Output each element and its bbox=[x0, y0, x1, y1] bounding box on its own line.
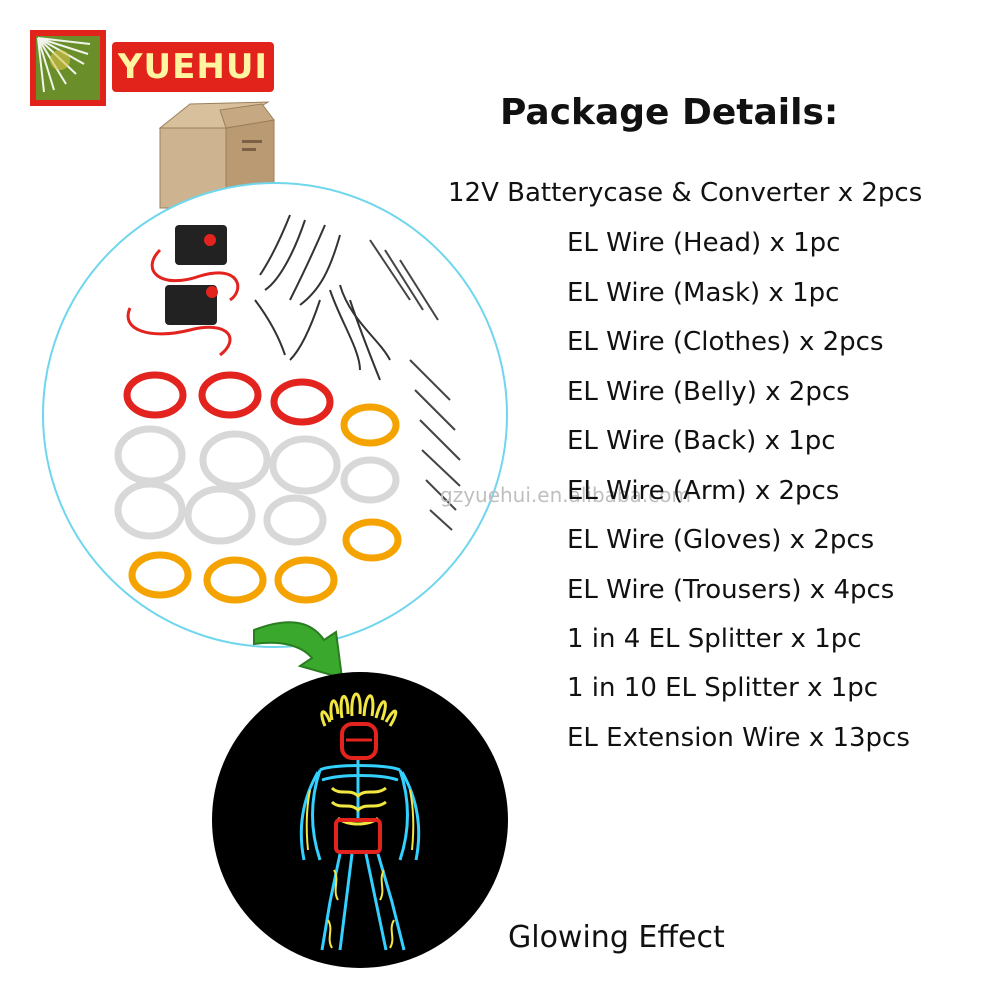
package-item: EL Wire (Back) x 1pc bbox=[567, 426, 836, 456]
package-item: EL Wire (Clothes) x 2pcs bbox=[567, 327, 884, 357]
glowing-effect-label: Glowing Effect bbox=[508, 920, 725, 955]
package-item: EL Wire (Mask) x 1pc bbox=[567, 278, 840, 308]
brand-name: YUEHUI bbox=[112, 42, 274, 92]
glowing-effect-image bbox=[212, 672, 508, 968]
package-item: 1 in 4 EL Splitter x 1pc bbox=[567, 624, 862, 654]
package-item: EL Wire (Gloves) x 2pcs bbox=[567, 525, 875, 555]
package-item: 12V Batterycase & Converter x 2pcs bbox=[448, 178, 923, 208]
package-item: EL Extension Wire x 13pcs bbox=[567, 723, 910, 753]
package-item: EL Wire (Head) x 1pc bbox=[567, 228, 841, 258]
brand-logo-icon bbox=[30, 30, 106, 106]
package-details-title: Package Details: bbox=[500, 92, 839, 133]
package-item: EL Wire (Arm) x 2pcs bbox=[567, 476, 840, 506]
box-icon bbox=[158, 101, 275, 209]
package-item: 1 in 10 EL Splitter x 1pc bbox=[567, 673, 879, 703]
package-item: EL Wire (Belly) x 2pcs bbox=[567, 377, 850, 407]
watermark: gzyuehui.en.alibaba.com bbox=[440, 483, 691, 507]
package-contents-image bbox=[42, 182, 508, 648]
package-item: EL Wire (Trousers) x 4pcs bbox=[567, 575, 895, 605]
